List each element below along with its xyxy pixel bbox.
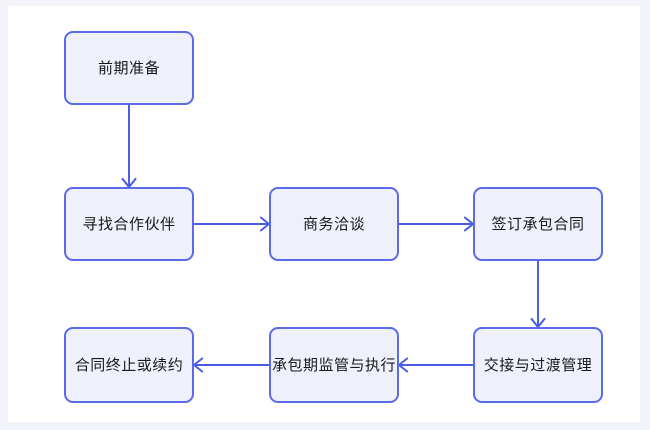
- flow-node-label: 交接与过渡管理: [483, 356, 593, 374]
- flowchart-canvas: 前期准备 寻找合作伙伴 商务洽谈 签订承包合同 交接与过渡管理 承包期监管与执行…: [8, 6, 640, 422]
- flow-node-sign-contract[interactable]: 签订承包合同: [473, 187, 603, 261]
- flow-node-business-negotiation[interactable]: 商务洽谈: [269, 187, 399, 261]
- flow-arrowhead-e3: [463, 216, 475, 232]
- flow-node-label: 合同终止或续约: [74, 356, 184, 374]
- flow-node-label: 签订承包合同: [491, 215, 585, 233]
- flow-node-label: 寻找合作伙伴: [82, 215, 176, 233]
- flow-arrowhead-e6: [192, 357, 204, 373]
- flow-arrowhead-e4: [530, 317, 546, 329]
- flow-node-supervision-execution[interactable]: 承包期监管与执行: [269, 327, 399, 403]
- flow-arrowhead-e2: [259, 216, 271, 232]
- flow-node-terminate-or-renew[interactable]: 合同终止或续约: [64, 327, 194, 403]
- flow-node-find-partner[interactable]: 寻找合作伙伴: [64, 187, 194, 261]
- flow-node-label: 前期准备: [97, 59, 160, 77]
- flow-node-label: 承包期监管与执行: [271, 356, 396, 374]
- flow-node-preparation[interactable]: 前期准备: [64, 31, 194, 105]
- flow-arrowhead-e1: [121, 177, 137, 189]
- flow-arrowhead-e5: [397, 357, 409, 373]
- flow-node-label: 商务洽谈: [302, 215, 365, 233]
- flow-node-handover-transition[interactable]: 交接与过渡管理: [473, 327, 603, 403]
